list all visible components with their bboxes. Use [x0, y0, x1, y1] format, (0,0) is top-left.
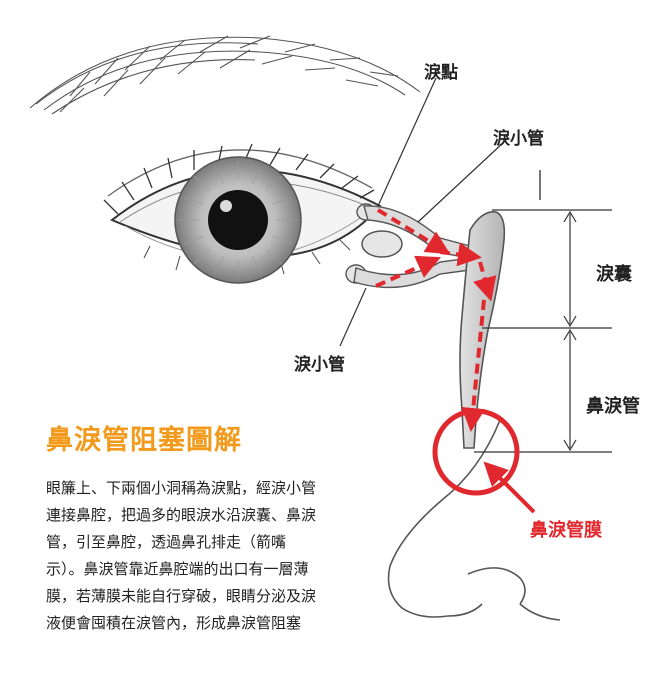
label-membrane: 鼻淚管膜	[530, 520, 602, 541]
label-lacrimal-punctum: 淚點	[424, 63, 458, 83]
label-canaliculus-lower: 淚小管	[294, 355, 345, 375]
leader-lines	[339, 77, 505, 347]
diagram-title: 鼻淚管阻塞圖解	[46, 425, 242, 456]
description-text: 眼簾上、下兩個小洞稱為淚點，經淚小管 連接鼻腔，把過多的眼淚水沿淚囊、鼻淚 管，…	[46, 475, 366, 637]
description-line: 眼簾上、下兩個小洞稱為淚點，經淚小管	[46, 479, 317, 497]
membrane-pointer	[483, 461, 536, 514]
description-line: 示）。鼻淚管靠近鼻腔端的出口有一層薄	[46, 560, 309, 578]
label-nasolacrimal-duct: 鼻淚管	[586, 396, 640, 417]
tear-flow-arrows	[375, 208, 497, 432]
label-lacrimal-sac: 淚囊	[596, 264, 632, 285]
eye	[103, 143, 382, 284]
membrane-circle	[432, 408, 520, 496]
nose-profile	[387, 170, 561, 621]
dimension-lines	[474, 209, 612, 453]
label-canaliculus-upper: 淚小管	[493, 129, 544, 149]
description-line: 管，引至鼻腔，透過鼻孔排走（箭嘴	[46, 533, 287, 551]
description-line: 液便會囤積在淚管內，形成鼻淚管阻塞	[46, 614, 302, 632]
description-line: 連接鼻腔，把過多的眼淚水沿淚囊、鼻淚	[46, 506, 317, 524]
eyebrow	[29, 35, 421, 115]
lacrimal-sac-duct	[459, 211, 506, 449]
eyelid-crease	[107, 149, 373, 197]
description-line: 膜，若薄膜未能自行穿破，眼睛分泌及淚	[46, 587, 317, 605]
